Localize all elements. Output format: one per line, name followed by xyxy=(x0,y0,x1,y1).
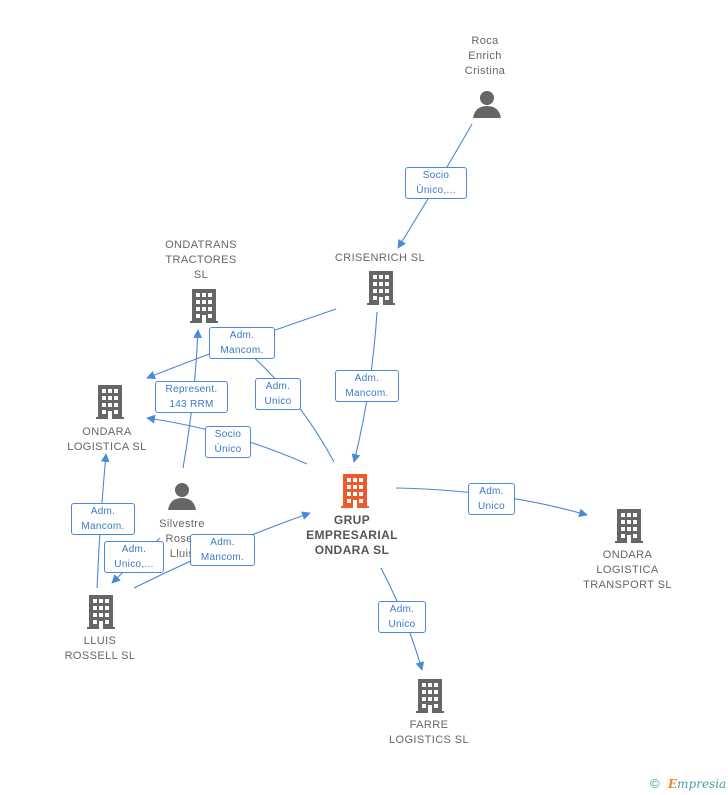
building-icon[interactable] xyxy=(96,385,124,419)
building-icon[interactable] xyxy=(615,509,643,543)
edge-label-lluis-grup[interactable]: Adm. Mancom. xyxy=(190,534,255,566)
person-icon[interactable] xyxy=(168,483,196,510)
node-label-grup[interactable]: GRUP EMPRESARIAL ONDARA SL xyxy=(306,513,398,557)
building-icon[interactable] xyxy=(87,595,115,629)
edge-label-grup-ondatrans[interactable]: Adm. Unico xyxy=(255,378,301,410)
empresia-logo[interactable]: Empresia xyxy=(668,777,726,791)
node-label-ondatrans[interactable]: ONDATRANS TRACTORES SL xyxy=(165,239,237,281)
node-label-farre[interactable]: FARRE LOGISTICS SL xyxy=(389,719,469,746)
node-label-ondara-transport[interactable]: ONDARA LOGISTICA TRANSPORT SL xyxy=(583,549,672,591)
node-label-roca[interactable]: Roca Enrich Cristina xyxy=(464,35,506,77)
edge-label-lluis-ondara-logistica[interactable]: Adm. Mancom. xyxy=(71,503,135,535)
brand-initial: E xyxy=(668,777,678,791)
edge-label-crisenrich-grup[interactable]: Adm. Mancom. xyxy=(335,370,399,402)
edge-label-grup-ondara-logistica[interactable]: Socio Único xyxy=(205,426,251,458)
edge-label-grup-transport[interactable]: Adm. Unico xyxy=(468,483,515,515)
edge-label-roca-crisenrich[interactable]: Socio Único,... xyxy=(405,167,467,199)
edge-label-silvestre-ondatrans[interactable]: Represent. 143 RRM xyxy=(155,381,228,413)
node-label-silvestre[interactable]: Silvestre Rosell Lluis xyxy=(159,518,205,560)
node-label-ondara-logistica[interactable]: ONDARA LOGISTICA SL xyxy=(67,426,147,453)
building-icon[interactable] xyxy=(341,474,369,508)
building-icon[interactable] xyxy=(416,679,444,713)
edge-label-silvestre-lluis[interactable]: Adm. Unico,... xyxy=(104,541,164,573)
edge-label-grup-farre[interactable]: Adm. Unico xyxy=(378,601,426,633)
building-icon[interactable] xyxy=(367,271,395,305)
copyright-icon: © xyxy=(650,776,660,791)
brand-rest: mpresia xyxy=(677,777,727,791)
node-label-crisenrich[interactable]: CRISENRICH SL xyxy=(334,252,426,264)
person-icon[interactable] xyxy=(473,91,501,118)
node-label-lluis-rossell[interactable]: LLUIS ROSSELL SL xyxy=(64,635,136,662)
edge-label-crisenrich-ondara-logistica[interactable]: Adm. Mancom. xyxy=(209,327,275,359)
building-icon[interactable] xyxy=(190,289,218,323)
